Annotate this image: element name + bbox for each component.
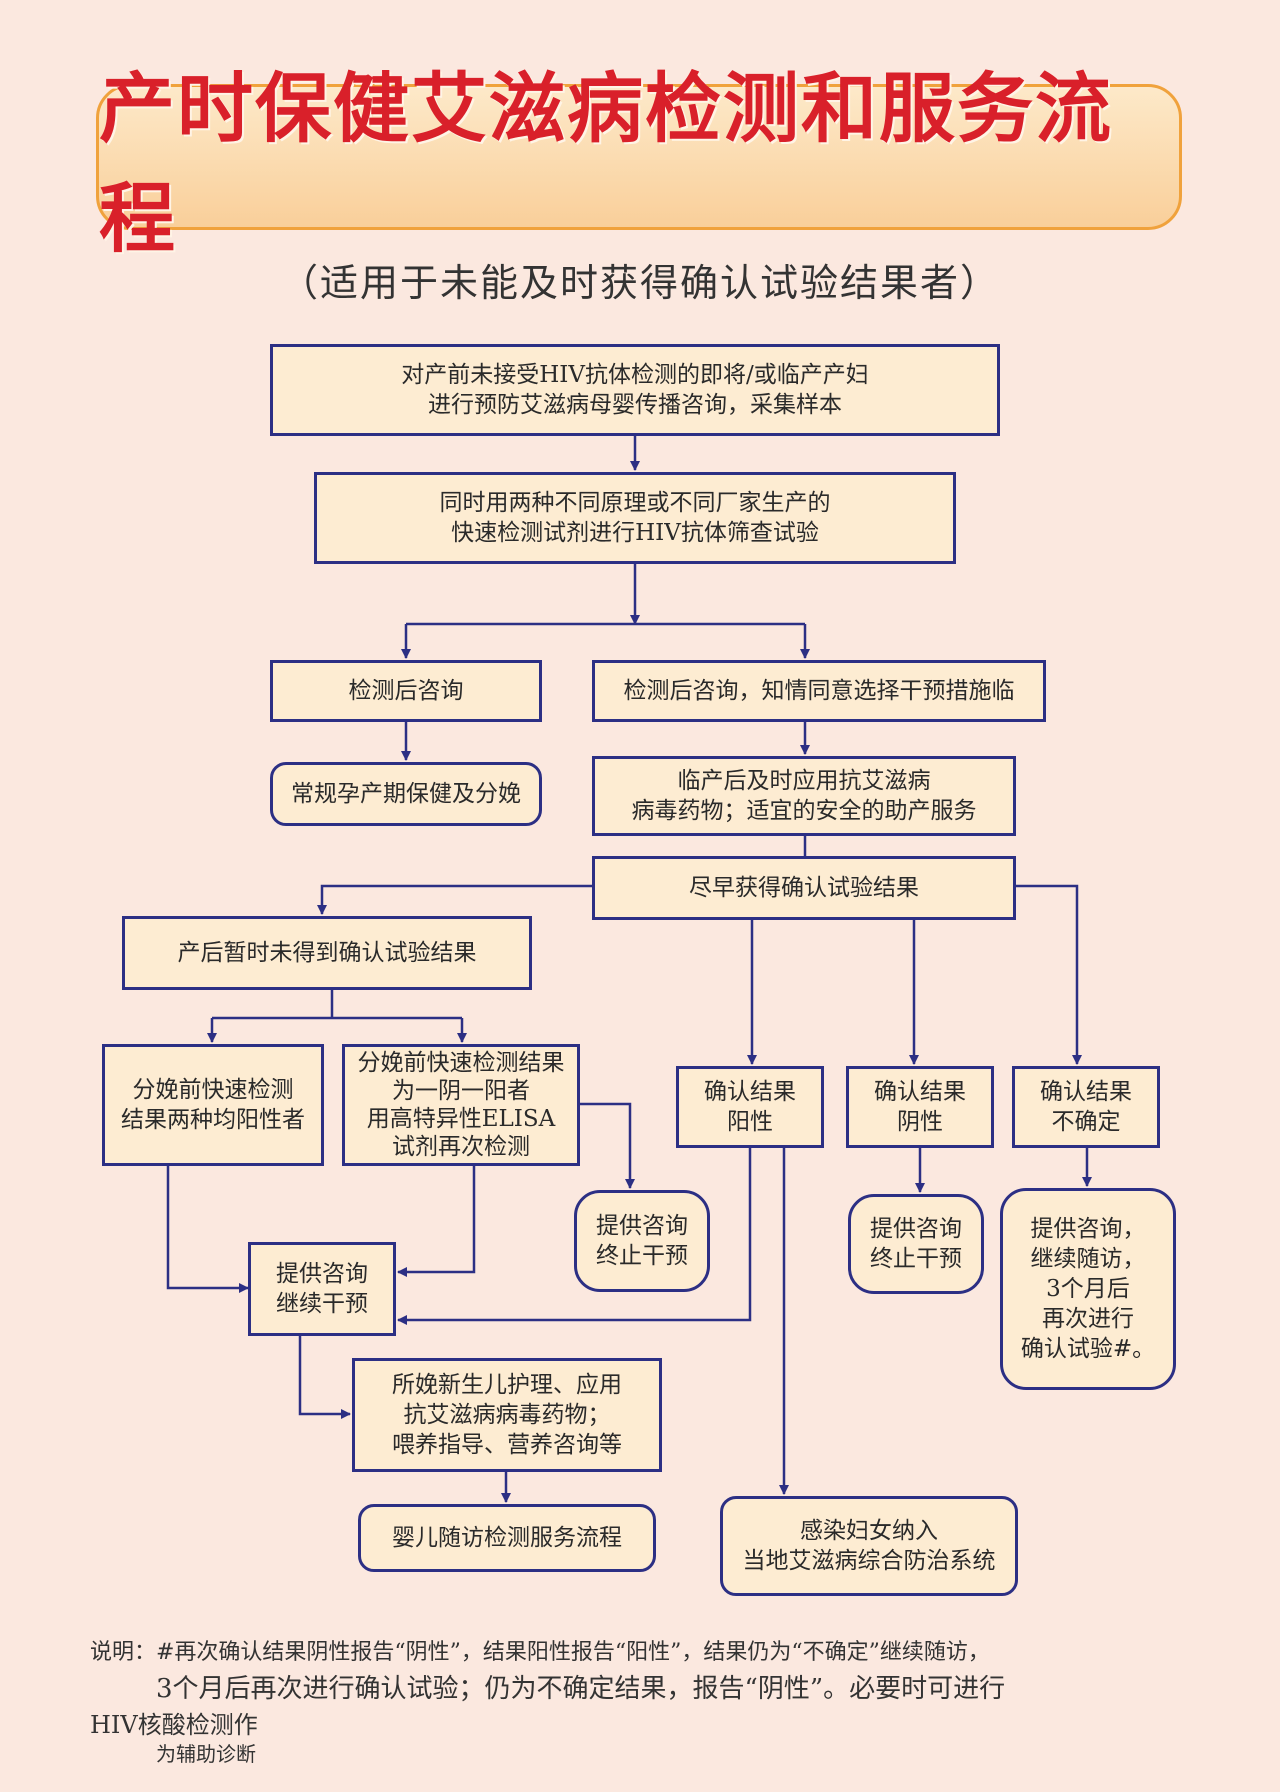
box-both-positive: 分娩前快速检测 结果两种均阳性者 xyxy=(102,1044,324,1166)
box-followup-retest: 提供咨询， 继续随访， 3个月后 再次进行 确认试验#。 xyxy=(1000,1188,1176,1390)
arrow-both-positive-to-continue xyxy=(166,1166,249,1293)
title-banner: 产时保健艾滋病检测和服务流程 xyxy=(96,64,1182,263)
arrow-confirm-to-postpartum xyxy=(317,884,594,915)
box-infant-followup: 婴儿随访检测服务流程 xyxy=(358,1504,656,1572)
arrow-elisa-to-stop xyxy=(580,1102,635,1189)
arrow-elisa-to-continue xyxy=(397,1166,476,1277)
note-line-4: 为辅助诊断 xyxy=(156,1742,256,1766)
box-stop-intervention-a: 提供咨询 终止干预 xyxy=(574,1190,710,1292)
box-counsel-sample: 对产前未接受HIV抗体检测的即将/或临产产妇 进行预防艾滋病母婴传播咨询，采集样… xyxy=(270,344,1000,436)
page-title: 产时保健艾滋病检测和服务流程 xyxy=(99,64,1113,263)
box-no-confirm-postpartum: 产后暂时未得到确认试验结果 xyxy=(122,916,532,990)
box-antiviral-delivery: 临产后及时应用抗艾滋病 病毒药物；适宜的安全的助产服务 xyxy=(592,756,1016,836)
line-postpartum-split xyxy=(212,990,462,1020)
box-continue-intervention: 提供咨询 继续干预 xyxy=(248,1242,396,1336)
box-post-counsel: 检测后咨询 xyxy=(270,660,542,722)
box-post-counsel-consent: 检测后咨询，知情同意选择干预措施临 xyxy=(592,660,1046,722)
arrow-positive-to-continue xyxy=(397,1148,752,1325)
note-line-3: HIV核酸检测作 xyxy=(90,1711,258,1739)
box-confirm-negative: 确认结果 阴性 xyxy=(846,1066,994,1148)
page-subtitle: （适用于未能及时获得确认试验结果者） xyxy=(279,261,1000,305)
note-line-1: 说明：#再次确认结果阴性报告“阴性”，结果阳性报告“阳性”，结果仍为“不确定”继… xyxy=(90,1640,990,1665)
box-confirm-indeterminate: 确认结果 不确定 xyxy=(1012,1066,1160,1148)
arrow-confirm-to-indeterminate xyxy=(1015,884,1082,1065)
box-newborn-care: 所娩新生儿护理、应用 抗艾滋病病毒药物； 喂养指导、营养咨询等 xyxy=(352,1358,662,1472)
box-get-confirm: 尽早获得确认试验结果 xyxy=(592,856,1016,920)
arrow-split-left xyxy=(406,622,805,658)
box-one-neg-one-pos: 分娩前快速检测结果 为一阴一阳者 用高特异性ELISA 试剂再次检测 xyxy=(342,1044,580,1166)
note-line-2: 3个月后再次进行确认试验；仍为不确定结果，报告“阴性”。必要时可进行 xyxy=(156,1674,1006,1704)
box-confirm-positive: 确认结果 阳性 xyxy=(676,1066,824,1148)
arrow-continue-to-newborn xyxy=(298,1336,351,1419)
box-infected-women: 感染妇女纳入 当地艾滋病综合防治系统 xyxy=(720,1496,1018,1596)
box-routine-care: 常规孕产期保健及分娩 xyxy=(270,762,542,826)
box-rapid-screen: 同时用两种不同原理或不同厂家生产的 快速检测试剂进行HIV抗体筛查试验 xyxy=(314,472,956,564)
box-stop-intervention-b: 提供咨询 终止干预 xyxy=(848,1194,984,1294)
